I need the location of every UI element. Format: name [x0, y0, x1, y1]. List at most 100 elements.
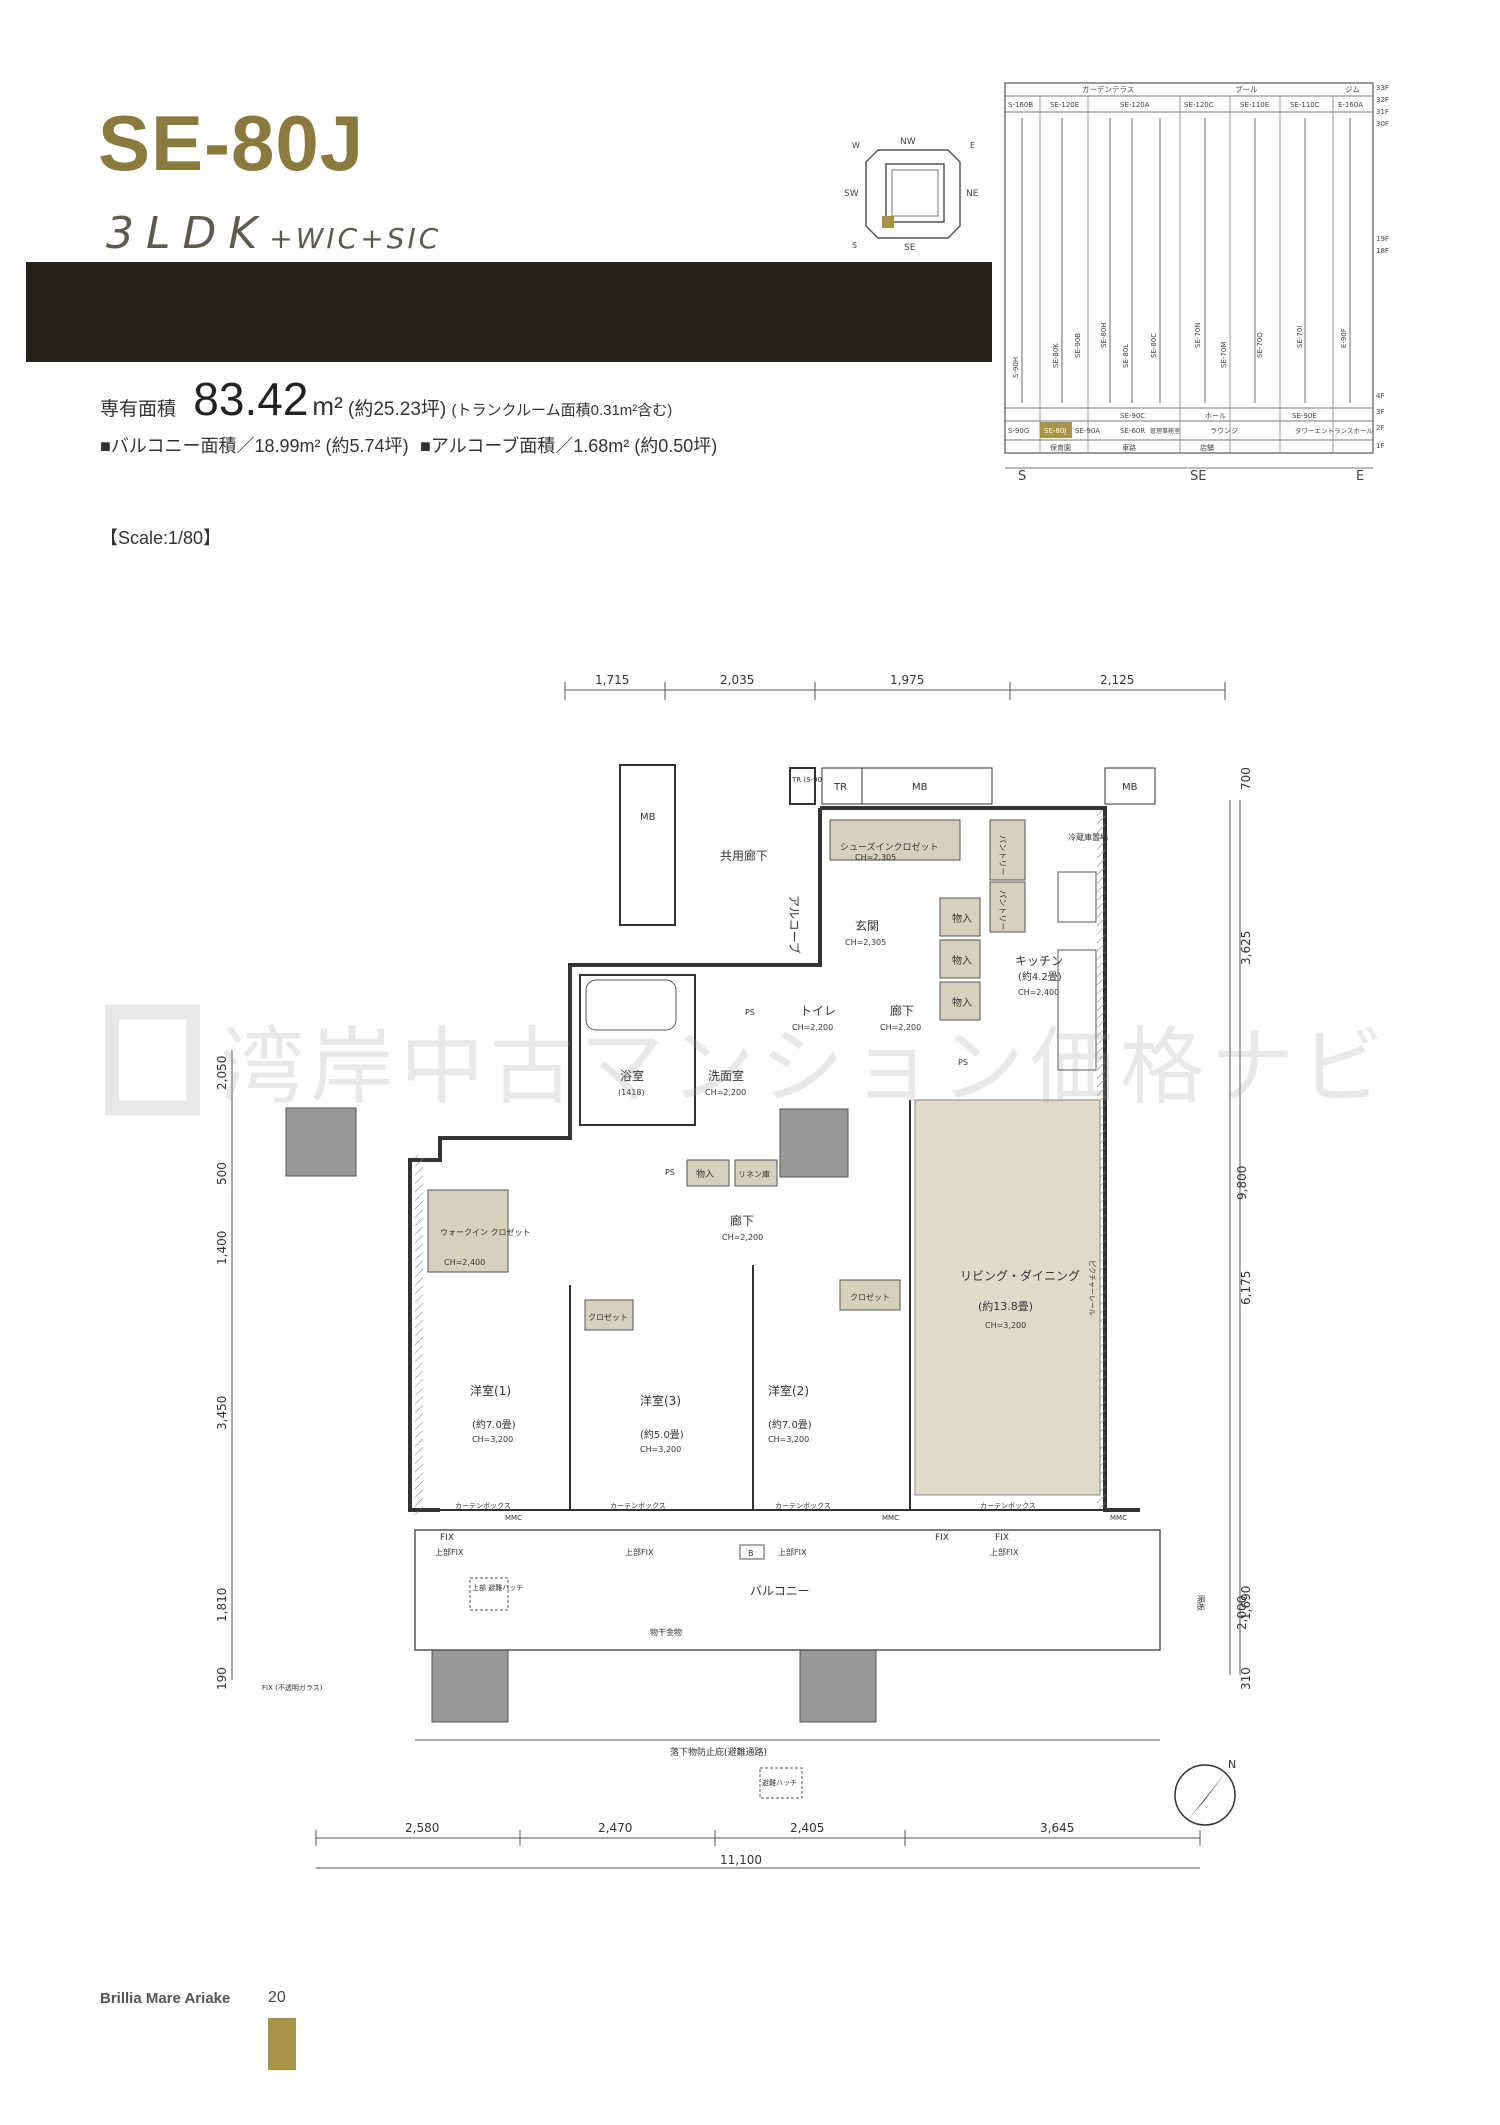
section-header-gym: ジム: [1345, 85, 1360, 94]
alcove-label: アルコーブ: [787, 895, 802, 954]
dim-top-2: 2,035: [720, 673, 754, 687]
exclusive-area-value: 83.42: [193, 373, 309, 425]
ps-label-3: PS: [958, 1058, 968, 1067]
exclusive-area-note: (トランクルーム面積0.31m²含む): [451, 402, 673, 419]
dim-top-4: 2,125: [1100, 673, 1134, 687]
exclusive-area-tsubo: (約25.23坪): [348, 399, 447, 420]
mmc-1: MMC: [505, 1514, 522, 1522]
partition-label: 隔板: [1196, 1595, 1206, 1611]
page-number: 20: [268, 1989, 286, 2006]
compass-se: SE: [904, 243, 916, 253]
section-low-1: SE-90C: [1120, 412, 1145, 420]
section-header-pool: プール: [1235, 85, 1258, 94]
room-2-ch: CH=3,200: [768, 1435, 809, 1444]
entrance-ch: CH=2,305: [845, 938, 886, 947]
floor-32: 32F: [1376, 96, 1389, 104]
fix-3: FIX: [995, 1533, 1009, 1543]
section-col-1: S-160B: [1008, 101, 1033, 109]
upper-fix-3: 上部FIX: [778, 1547, 807, 1557]
section-col-5: SE-110E: [1240, 101, 1269, 109]
section-mid-7: SE-70N: [1194, 322, 1202, 348]
pantry-1: パントリー: [998, 835, 1007, 875]
balcony-b-mark: B: [748, 1549, 754, 1558]
closet-2: クロゼット: [850, 1292, 890, 1302]
storage-1: 物入: [952, 912, 972, 925]
picture-rail: ピクチャーレール: [1088, 1260, 1096, 1316]
dim-left-3: 1,400: [215, 1231, 229, 1265]
ldk-size: (約13.8畳): [978, 1299, 1033, 1313]
section-mid-5: SE-80L: [1122, 344, 1130, 368]
curtain-box-1: カーテンボックス: [455, 1502, 511, 1510]
section-bottom-3: SE-90A: [1075, 427, 1100, 435]
fix-1: FIX: [440, 1533, 454, 1543]
dim-left-1: 2,050: [215, 1056, 229, 1090]
upper-fix-4: 上部FIX: [990, 1547, 1019, 1557]
laundry-label: 物干金物: [650, 1627, 682, 1637]
room-2-size: (約7.0畳): [768, 1418, 812, 1431]
dim-right-1: 700: [1239, 767, 1253, 790]
section-low-3: SE-90E: [1292, 412, 1317, 420]
footer-accent-block: [268, 2018, 296, 2070]
dim-top-1: 1,715: [595, 673, 629, 687]
section-col-4: SE-120C: [1184, 101, 1214, 109]
hall-1-label: 廊下: [890, 1003, 914, 1018]
dim-bottom-2: 2,470: [598, 1821, 632, 1835]
section-col-6: SE-110C: [1290, 101, 1320, 109]
upper-fix-1: 上部FIX: [435, 1547, 464, 1557]
linen-label: リネン庫: [738, 1169, 770, 1179]
section-bottom-4: SE-60R: [1120, 427, 1145, 435]
fix-2: FIX: [935, 1533, 949, 1543]
curtain-box-2: カーテンボックス: [610, 1502, 666, 1510]
key-plan: NW NE SW SE W E S: [844, 137, 979, 253]
bath-size: (1418): [618, 1088, 645, 1097]
floor-2: 2F: [1376, 424, 1384, 432]
room-1-size: (約7.0畳): [472, 1418, 516, 1431]
watermark-text: 湾岸中古マンション価格ナビ: [220, 1018, 1391, 1116]
section-low-2: ホール: [1205, 412, 1226, 420]
bath-label: 浴室: [620, 1068, 644, 1083]
section-ground-2: 車路: [1122, 443, 1136, 452]
floor-3: 3F: [1376, 408, 1384, 416]
hall-2-label: 廊下: [730, 1213, 754, 1228]
exclusive-area-label: 専有面積: [100, 399, 177, 420]
hall-1-ch: CH=2,200: [880, 1023, 921, 1032]
section-col-7: E-160A: [1338, 101, 1363, 109]
dim-right-6: 2,000: [1235, 1596, 1249, 1630]
mmc-2: MMC: [882, 1514, 899, 1522]
dim-left-4: 3,450: [215, 1396, 229, 1430]
fall-guard-label: 落下物防止庇(避難通路): [670, 1746, 767, 1758]
sic-ch: CH=2,305: [855, 853, 896, 862]
section-bottom-5: 管理事務室: [1150, 427, 1180, 435]
svg-text:N: N: [1228, 1758, 1236, 1771]
curtain-box-4: カーテンボックス: [980, 1502, 1036, 1510]
ps-label-1: PS: [665, 1168, 675, 1177]
section-bottom-6: ラウンジ: [1210, 427, 1238, 435]
dim-bottom-1: 2,580: [405, 1821, 439, 1835]
ps-label-2: PS: [745, 1008, 755, 1017]
building-section: ガーデンテラス プール ジム S-160B SE-120E SE-120A SE…: [1004, 82, 1389, 484]
floor-4: 4F: [1376, 392, 1384, 400]
washroom-ch: CH=2,200: [705, 1088, 746, 1097]
compass-e: E: [970, 141, 975, 150]
storage-2: 物入: [952, 954, 972, 967]
column: [285, 1107, 357, 1177]
toilet-ch: CH=2,200: [792, 1023, 833, 1032]
ldk-ch: CH=3,200: [985, 1321, 1026, 1330]
section-mid-8: SE-70M: [1220, 342, 1228, 368]
section-ground-3: 店舗: [1200, 443, 1214, 452]
fix-opaque: FIX (不透明ガラス): [262, 1683, 323, 1692]
section-col-3: SE-120A: [1120, 101, 1150, 109]
exclusive-area-unit: m²: [312, 391, 343, 421]
dim-bottom-3: 2,405: [790, 1821, 824, 1835]
footer-brand: Brillia Mare Ariake: [100, 1990, 231, 2007]
plan-name: SE-80J: [98, 99, 365, 187]
section-mid-1: S-90H: [1012, 357, 1020, 378]
room-3-size: (約5.0畳): [640, 1428, 684, 1441]
wic-ch: CH=2,400: [444, 1258, 485, 1267]
common-corridor: 共用廊下: [720, 848, 768, 863]
toilet-label: トイレ: [800, 1004, 836, 1018]
dim-right-4: 6,175: [1239, 1271, 1253, 1305]
balcony-area: ■バルコニー面積／18.99m² (約5.74坪): [100, 436, 409, 456]
storage-4: 物入: [696, 1168, 714, 1180]
